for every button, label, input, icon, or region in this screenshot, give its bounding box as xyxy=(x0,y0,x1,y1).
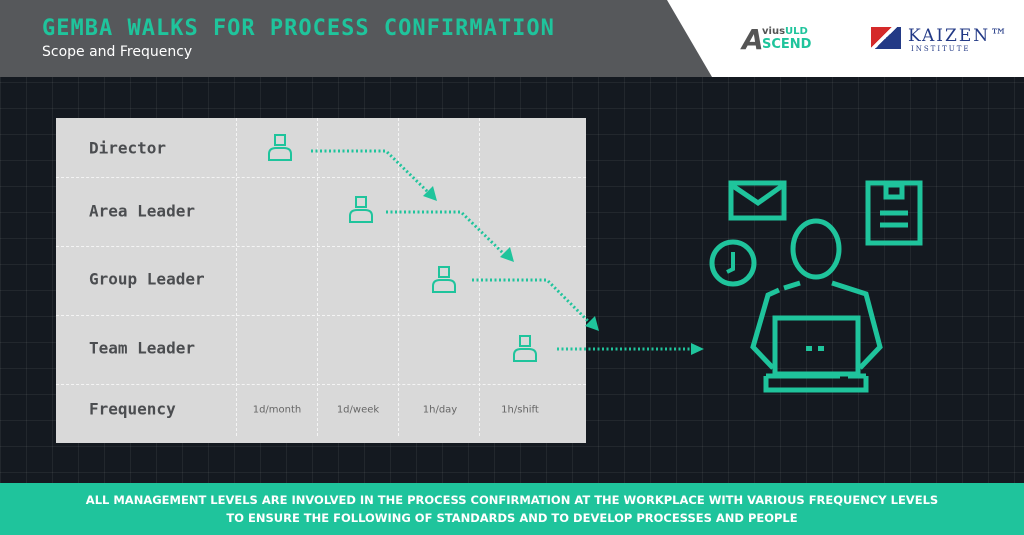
frequency-table: Director Area Leader Group Leader Team L… xyxy=(56,118,586,443)
role-label-area-leader: Area Leader xyxy=(89,201,195,221)
logo-text-kaizen: KAIZEN™ xyxy=(908,26,1010,46)
row-divider xyxy=(56,177,586,178)
document-icon xyxy=(865,180,923,246)
role-label-director: Director xyxy=(89,138,167,158)
frequency-week: 1d/week xyxy=(336,404,380,416)
footer-banner: ALL MANAGEMENT LEVELS ARE INVOLVED IN TH… xyxy=(0,483,1024,535)
footer-line-2: TO ENSURE THE FOLLOWING OF STANDARDS AND… xyxy=(226,511,798,525)
escalation-arrow-line xyxy=(472,278,595,328)
arrowhead-icon xyxy=(585,316,599,331)
arrowhead-icon xyxy=(691,343,704,355)
person-icon-group-leader xyxy=(432,266,456,293)
frequency-shift: 1h/shift xyxy=(501,404,539,416)
envelope-icon xyxy=(728,180,787,221)
page-title: GEMBA WALKS FOR PROCESS CONFIRMATION xyxy=(42,16,555,41)
person-icon-area-leader xyxy=(349,196,373,223)
row-divider xyxy=(56,246,586,247)
frequency-day: 1h/day xyxy=(422,404,458,416)
frequency-label: Frequency xyxy=(89,399,176,419)
kaizen-flag-icon xyxy=(871,27,901,49)
frequency-month: 1d/month xyxy=(252,404,302,416)
person-icon-team-leader xyxy=(513,335,537,362)
logo-text-vius: vius xyxy=(762,26,786,37)
role-label-team-leader: Team Leader xyxy=(89,338,195,358)
row-divider xyxy=(56,315,586,316)
logo-mark: A xyxy=(742,23,764,56)
header: GEMBA WALKS FOR PROCESS CONFIRMATION Sco… xyxy=(0,0,1024,77)
logo-text-scend: SCEND xyxy=(762,37,812,52)
column-divider xyxy=(317,118,318,436)
column-divider xyxy=(479,118,480,436)
logo-text-uld: ULD xyxy=(785,26,808,37)
arrowhead-icon xyxy=(423,186,437,201)
role-label-group-leader: Group Leader xyxy=(89,269,205,289)
logo-text-top: viusULD xyxy=(762,26,808,38)
header-banner xyxy=(0,0,712,77)
clock-icon xyxy=(709,239,757,287)
person-icon-director xyxy=(268,134,292,161)
logo-text-institute: INSTITUTE xyxy=(911,45,971,53)
footer-line-1: ALL MANAGEMENT LEVELS ARE INVOLVED IN TH… xyxy=(85,493,939,507)
row-divider xyxy=(56,384,586,385)
escalation-arrow-line xyxy=(386,210,509,259)
arrowhead-icon xyxy=(500,247,514,262)
column-divider xyxy=(236,118,237,436)
person-at-laptop-icon xyxy=(750,218,883,393)
page-subtitle: Scope and Frequency xyxy=(42,44,193,60)
column-divider xyxy=(398,118,399,436)
escalation-arrow-line xyxy=(311,149,432,196)
